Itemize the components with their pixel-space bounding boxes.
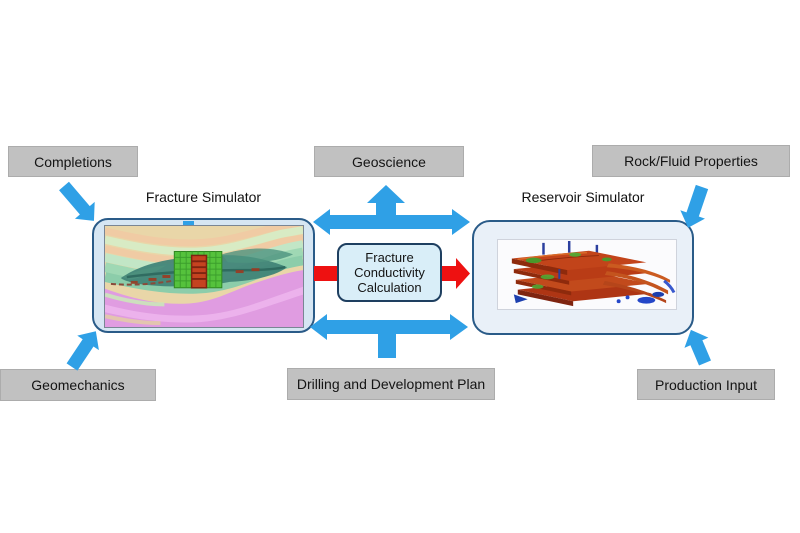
node-rock-fluid-properties: Rock/Fluid Properties bbox=[592, 145, 790, 177]
node-geoscience: Geoscience bbox=[314, 146, 464, 177]
node-completions: Completions bbox=[8, 146, 138, 177]
arrow-simulators-geoscience bbox=[313, 185, 470, 235]
fracture-simulator-title: Fracture Simulator bbox=[145, 189, 262, 205]
arrow-simulators-drilling-plan bbox=[310, 314, 468, 358]
fracture-model-graphic bbox=[103, 219, 304, 327]
node-completions-label: Completions bbox=[34, 153, 112, 170]
node-drilling-development-plan: Drilling and Development Plan bbox=[287, 368, 495, 400]
arrow-calc-to-reservoir bbox=[442, 258, 470, 289]
node-geoscience-label: Geoscience bbox=[352, 153, 426, 170]
panel-top-notch bbox=[183, 221, 194, 225]
reservoir-model-image bbox=[497, 239, 677, 310]
node-drilling-development-plan-label: Drilling and Development Plan bbox=[296, 376, 486, 392]
reservoir-simulator-panel bbox=[472, 220, 694, 335]
node-geomechanics-label: Geomechanics bbox=[31, 377, 125, 393]
fracture-conductivity-calc-box: Fracture Conductivity Calculation bbox=[337, 243, 442, 302]
node-rock-fluid-properties-label: Rock/Fluid Properties bbox=[624, 153, 758, 169]
fracture-conductivity-calc-label: Fracture Conductivity Calculation bbox=[354, 250, 425, 295]
reservoir-simulator-title: Reservoir Simulator bbox=[521, 189, 645, 205]
node-geomechanics: Geomechanics bbox=[0, 369, 156, 401]
node-production-input-label: Production Input bbox=[655, 376, 757, 393]
arrow-geomechanics-to-fracture bbox=[66, 331, 99, 371]
connector-fracture-to-calc bbox=[314, 266, 337, 281]
fracture-simulator-panel bbox=[92, 218, 315, 333]
fracture-model-image bbox=[103, 219, 304, 328]
node-production-input: Production Input bbox=[637, 369, 775, 400]
reservoir-model-graphic bbox=[498, 240, 676, 309]
